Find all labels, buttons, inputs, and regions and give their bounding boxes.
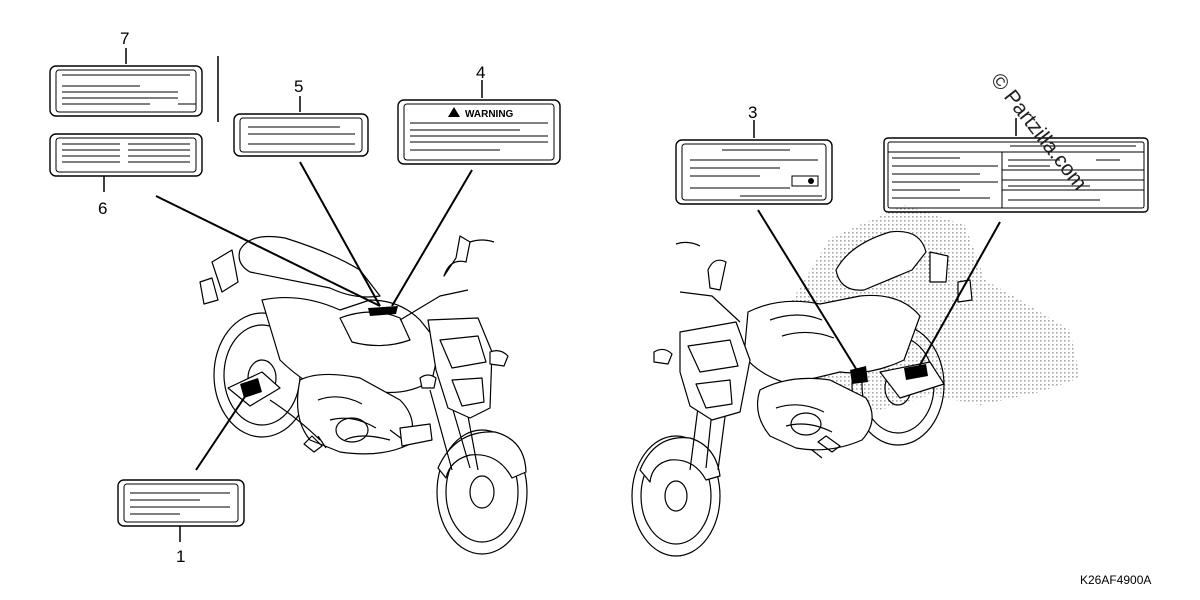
callout-3: 3 xyxy=(748,103,757,122)
label-3 xyxy=(675,120,833,205)
callout-7: 7 xyxy=(120,29,129,48)
warning-triangle-icon xyxy=(448,107,460,117)
label-1 xyxy=(117,479,245,542)
leader-1 xyxy=(195,391,249,471)
leader-4 xyxy=(391,169,473,307)
leader-6 xyxy=(155,195,381,307)
leader-3 xyxy=(757,209,859,373)
label-6 xyxy=(49,133,203,192)
callout-6: 6 xyxy=(98,199,107,218)
callout-1: 1 xyxy=(176,547,185,566)
tool-icon xyxy=(791,175,819,187)
callout-4: 4 xyxy=(476,63,485,82)
leader-2 xyxy=(915,221,1001,373)
part-code: K26AF4900A xyxy=(1080,573,1151,587)
callout-5: 5 xyxy=(294,77,303,96)
left-motorcycle xyxy=(199,235,528,555)
warning-text: WARNING xyxy=(465,109,514,120)
label-2-spec xyxy=(883,118,1149,213)
label-4-warning: WARNING xyxy=(397,80,561,165)
label-7 xyxy=(49,48,219,122)
leader-lines xyxy=(155,161,1001,471)
right-motorcycle xyxy=(631,205,1080,557)
label-5 xyxy=(233,96,369,157)
leader-5 xyxy=(299,161,381,307)
